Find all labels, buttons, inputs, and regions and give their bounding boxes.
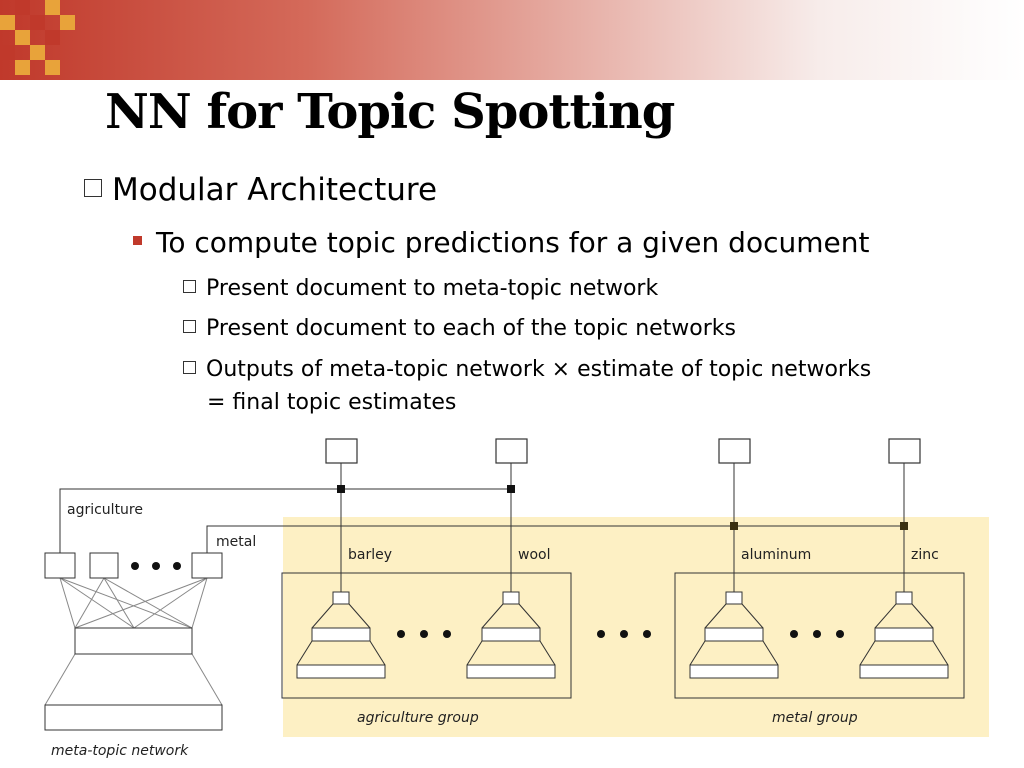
ellipsis-dots (131, 562, 181, 570)
topic-label: wool (518, 547, 550, 563)
ellipsis-dots (597, 630, 651, 638)
topic-network (689, 591, 779, 679)
topic-networks-panel (283, 517, 989, 737)
output-node (325, 438, 358, 464)
hollow-square-bullet-icon (183, 319, 196, 333)
checker-square (45, 0, 60, 15)
multiplier-junction (730, 522, 738, 530)
checker-square (15, 0, 30, 15)
bullet-level3-text: Present document to each of the topic ne… (206, 316, 737, 341)
topic-label: aluminum (741, 547, 811, 563)
meta-output-label: metal (216, 534, 256, 550)
checker-square (45, 60, 60, 75)
checker-square (30, 45, 45, 60)
topic-network (296, 591, 386, 679)
ellipsis-dots (397, 630, 451, 638)
output-node (888, 438, 921, 464)
meta-topic-network (44, 552, 223, 731)
output-node (495, 438, 528, 464)
hollow-square-bullet-icon (183, 279, 196, 293)
ellipsis-dots (790, 630, 844, 638)
multiplier-junction (900, 522, 908, 530)
topic-network (859, 591, 949, 679)
topic-label: zinc (911, 547, 939, 563)
group-label: metal group (772, 710, 858, 726)
hollow-square-bullet-icon (84, 178, 102, 197)
bullet-level1-text: Modular Architecture (112, 172, 438, 208)
slide-title: NN for Topic Spotting (105, 84, 675, 140)
bullet-level3-text: Outputs of meta-topic network × estimate… (206, 357, 872, 382)
bullet-level2: To compute topic predictions for a given… (133, 226, 869, 259)
group-label: agriculture group (357, 710, 479, 726)
hollow-square-bullet-icon (183, 360, 196, 374)
metal-wire (206, 525, 904, 553)
bullet-continuation: = final topic estimates (207, 390, 457, 415)
checker-square (0, 15, 15, 30)
topic-label: barley (348, 547, 392, 563)
checker-square (15, 30, 30, 45)
bullet-level3: Present document to each of the topic ne… (183, 316, 736, 341)
metal-group-box (674, 572, 965, 699)
topic-network (466, 591, 556, 679)
checker-square (0, 45, 15, 60)
checker-square (15, 60, 30, 75)
checker-square (60, 15, 75, 30)
multiplier-junction (507, 485, 515, 493)
checker-logo (0, 0, 75, 75)
bullet-level3: Present document to meta-topic network (183, 276, 658, 301)
agriculture-wire (59, 488, 511, 553)
checker-square (30, 15, 45, 30)
bullet-level3-text: Present document to meta-topic network (206, 276, 659, 301)
output-node (718, 438, 751, 464)
bullet-level3: Outputs of meta-topic network × estimate… (183, 357, 871, 382)
meta-output-label: agriculture (67, 502, 143, 518)
bullet-level1: Modular Architecture (84, 172, 437, 208)
bullet-level2-text: To compute topic predictions for a given… (156, 226, 870, 259)
meta-network-label: meta-topic network (51, 743, 189, 759)
checker-square (45, 30, 60, 45)
filled-square-bullet-icon (133, 235, 142, 245)
agriculture-group-box (281, 572, 572, 699)
multiplier-junction (337, 485, 345, 493)
title-bar-gradient (0, 0, 1024, 80)
